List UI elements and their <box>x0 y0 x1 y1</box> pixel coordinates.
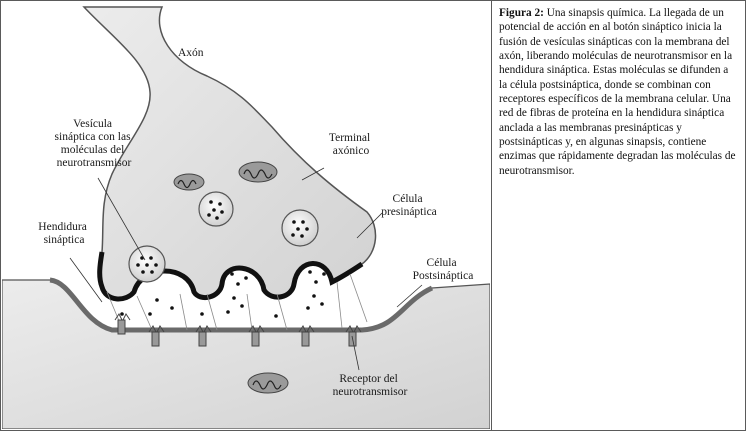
mitochondrion-3 <box>248 373 288 393</box>
presynaptic-terminal <box>84 7 376 299</box>
label-postsynaptic-cell: Célula Postsináptica <box>413 257 474 282</box>
caption-text: Una sinapsis química. La llegada de un p… <box>499 7 736 177</box>
synapse-figure: Axón Vesícula sináptica con las molécula… <box>2 2 490 429</box>
label-synaptic-cleft: Hendidura sináptica <box>38 221 89 246</box>
vesicle-a <box>199 192 233 226</box>
vesicle-b <box>129 246 165 282</box>
label-axon: Axón <box>178 47 204 59</box>
synapse-diagram: Axón Vesícula sináptica con las molécula… <box>2 2 490 429</box>
mitochondrion-2 <box>239 162 277 182</box>
caption-panel: Figura 2: Una sinapsis química. La llega… <box>499 6 739 178</box>
frame-divider <box>491 0 492 431</box>
mitochondrion-1 <box>174 174 204 190</box>
label-presynaptic-cell: Célula presináptica <box>381 193 437 218</box>
label-receptor: Receptor del neurotransmisor <box>333 373 408 398</box>
figure-caption: Figura 2: Una sinapsis química. La llega… <box>499 6 739 178</box>
vesicle-c <box>282 210 318 246</box>
label-axon-terminal: Terminal axónico <box>329 132 373 157</box>
caption-heading: Figura 2: <box>499 7 544 19</box>
label-vesicle: Vesícula sináptica con las moléculas del… <box>55 118 134 169</box>
